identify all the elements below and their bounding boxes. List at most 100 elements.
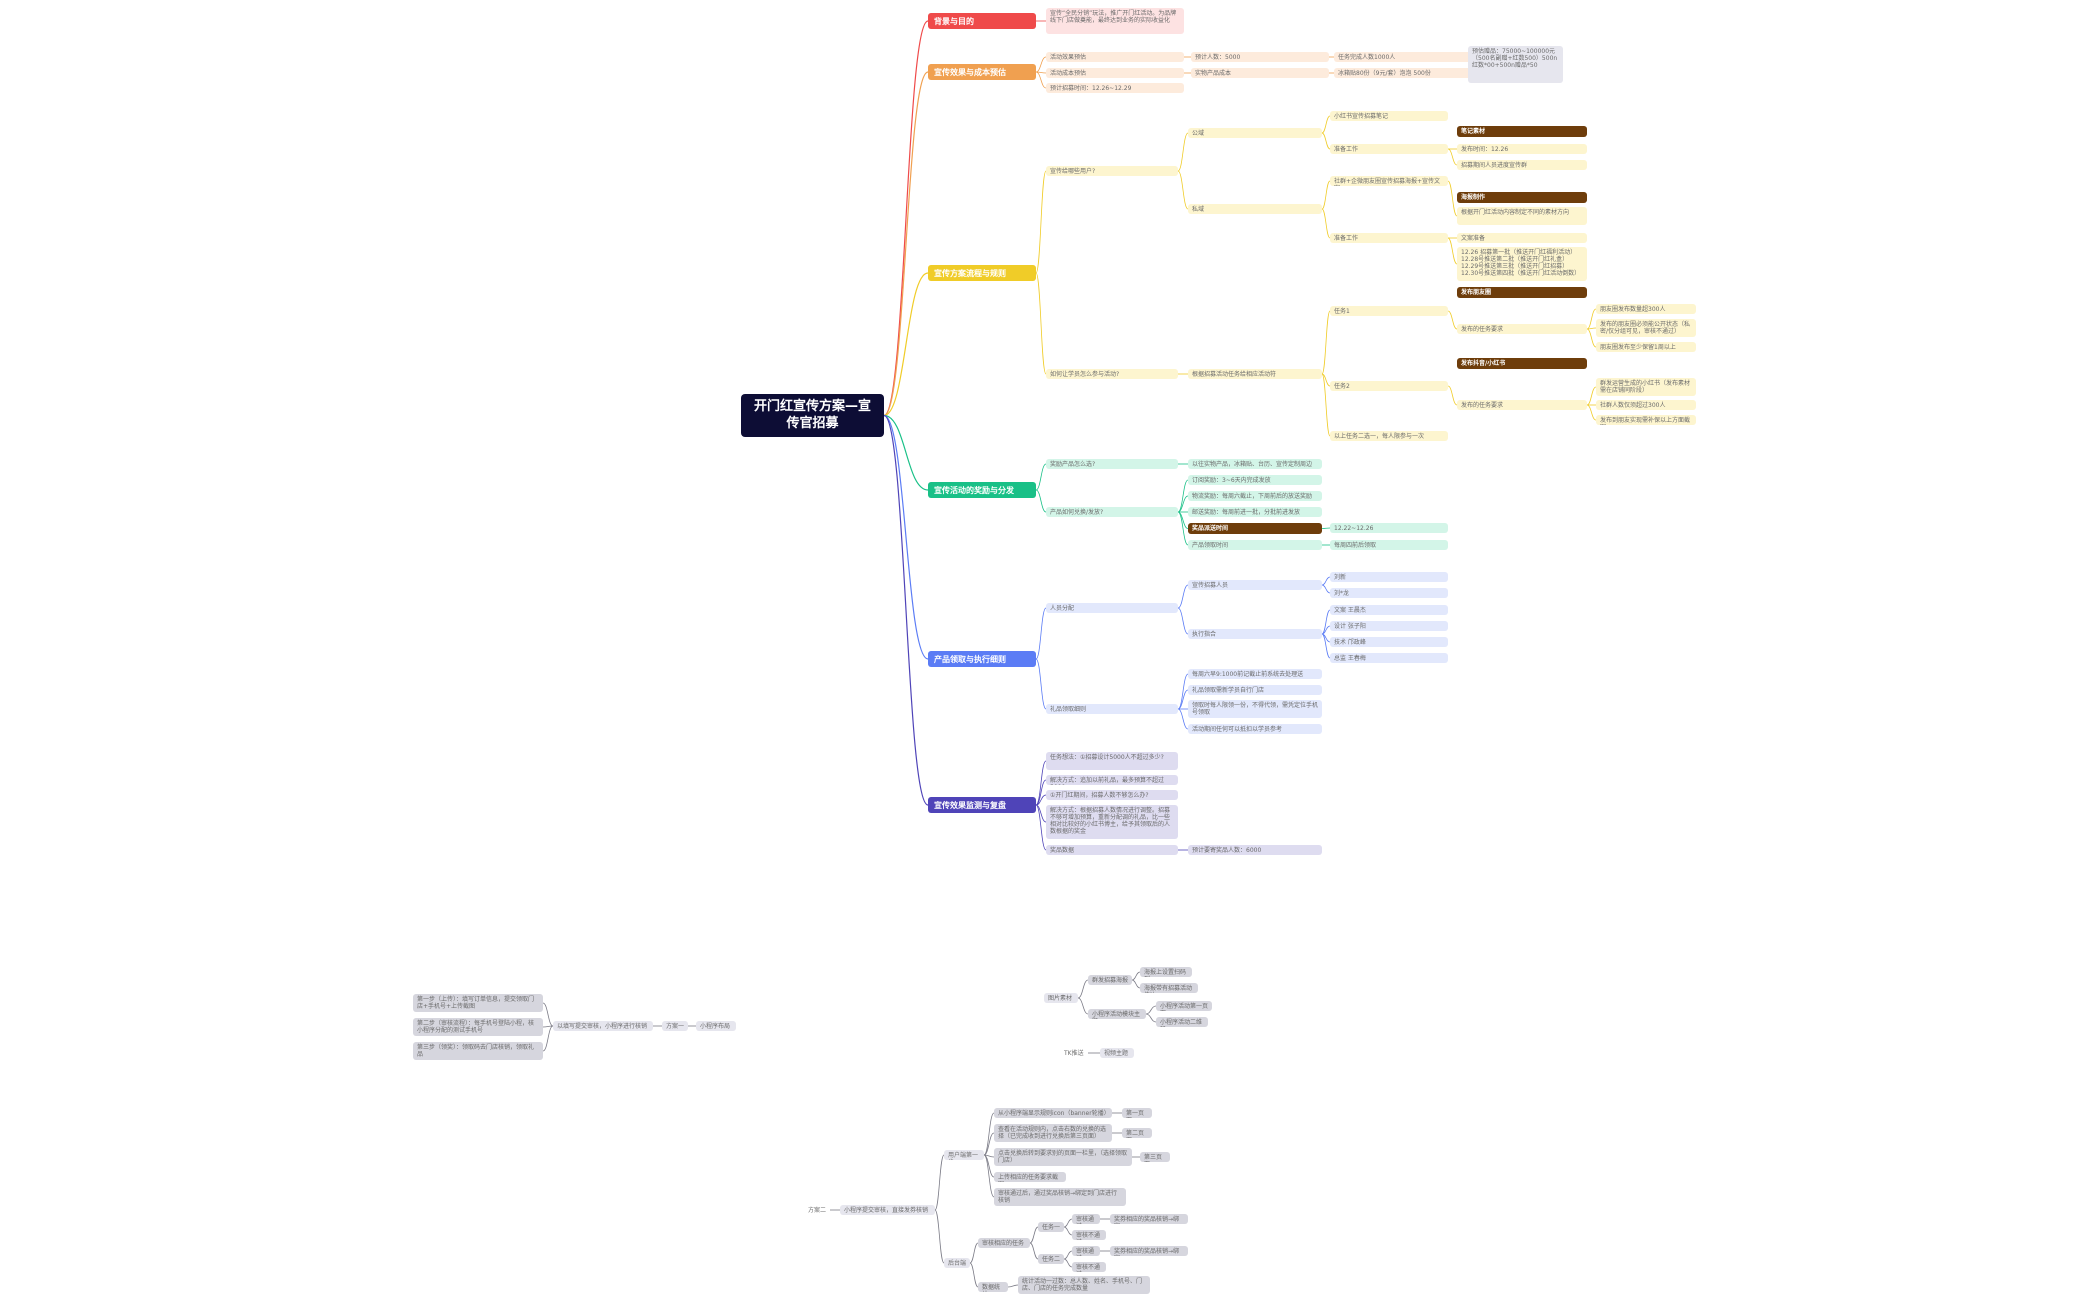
effect-estimate: 活动效果预估 (1046, 52, 1184, 62)
task-1-pass: 审核通过 (1072, 1214, 1100, 1224)
group-poster: 群发招募海报 (1088, 975, 1132, 985)
reward-data: 奖品数据 (1046, 845, 1178, 855)
video-theme: 视频主题 (1100, 1048, 1134, 1058)
branch-monitoring-review: 宣传效果监测与复盘 (928, 797, 1036, 813)
reward-data-count: 预计要寄奖品人数：6000 (1188, 845, 1322, 855)
physical-product-cost: 实物产品成本 (1191, 68, 1329, 78)
statistics-detail: 统计活动一过数：总人数、姓名、手机号、门店、门店的任务完成数量 (1018, 1276, 1150, 1294)
task-1-req-3: 朋友圈发布至少保留1周以上 (1596, 342, 1696, 352)
branch-connector (1035, 794, 1047, 806)
monitor-4: 解决方式：根据招募人数情况进行调整。招募不够可增加预算，重新分配调的礼品，比一些… (1046, 805, 1178, 839)
lower-connector (1145, 1013, 1157, 1023)
team-director: 总监 王春梅 (1330, 653, 1448, 663)
branch-connector (1586, 386, 1597, 406)
image-materials: 图片素材 (1044, 993, 1078, 1003)
lower-connector (542, 1002, 554, 1027)
data-statistics: 数据统计 (978, 1282, 1008, 1292)
task-1-fail: 审核不通过 (1072, 1230, 1106, 1240)
pickup-rules: 礼品领取细则 (1046, 704, 1178, 714)
page-one: 第一页面 (1122, 1108, 1152, 1118)
pickup-rule-3: 领取时每人限领一份，不得代领，需凭定位手机号领取 (1188, 700, 1322, 718)
batch-schedule: 12.26 招募第一批（推送开门红福利活动）12.28号推送第二批（推送开门红礼… (1457, 247, 1587, 281)
tag-douyin-xhs: 发布抖音/小红书 (1457, 358, 1587, 369)
branch-connector (1035, 463, 1047, 491)
lower-connector (969, 1242, 979, 1264)
branch-execution: 产品领取与执行细则 (928, 651, 1036, 667)
lower-connector (934, 1209, 945, 1264)
poster-qrcode: 海报上设置扫码到 (1140, 967, 1192, 977)
recruit-staff-1: 刘新 (1330, 572, 1448, 582)
task-2-pass: 审核通过 (1072, 1246, 1100, 1256)
branch-connector (1321, 373, 1331, 437)
pickup-rule-4: 活动期间任何可以抵扣以学员参考 (1188, 724, 1322, 734)
participation-question: 如何让学员怎么参与活动? (1046, 369, 1178, 379)
task-1-requirements: 发布的任务要求 (1457, 324, 1587, 334)
task-reward-rule: 根据招募活动任务给相应活动符 (1188, 369, 1322, 379)
branch-connector (1177, 607, 1189, 635)
branch-effect-cost: 宣传效果与成本预估 (928, 64, 1036, 80)
recruit-period: 预计招募时间：12.26~12.29 (1046, 83, 1184, 93)
root-connector (883, 414, 929, 660)
user-step-5: 审核通过后，通过奖品核销→绑定到门店进行核销 (994, 1188, 1126, 1206)
branch-connector (1177, 708, 1189, 730)
branch-connector (1321, 633, 1331, 659)
tag-delivery-time: 奖品派送时间 (1188, 523, 1322, 534)
page-two: 第二页面 (1122, 1128, 1152, 1138)
branch-connector (1035, 607, 1047, 660)
admin-task-1: 任务一 (1038, 1222, 1064, 1232)
tag-moments-post: 发布朋友圈 (1457, 287, 1587, 298)
task-2-fail: 审核不通过 (1072, 1262, 1106, 1272)
background-detail: 宣传“全民分销”玩法，推广开门红活动。为品牌线下门店做奠能，最终达到业务的实际收… (1046, 8, 1184, 34)
user-step-3: 点击兑换后转到要求别的页面一栏里，（选择领取门店） (994, 1148, 1132, 1166)
cost-estimate: 活动成本预估 (1046, 68, 1184, 78)
lower-connector (983, 1132, 995, 1156)
logistics-reward: 物流奖励：每周六截止，下周前后的放送奖励 (1188, 491, 1322, 501)
private-preparation: 准备工作 (1330, 233, 1448, 243)
branch-connector (1586, 328, 1597, 348)
task-2: 任务2 (1330, 381, 1448, 391)
user-side-step: 用户端第一步 (944, 1150, 984, 1160)
lower-connector (1029, 1226, 1039, 1244)
task-2-requirements: 发布的任务要求 (1457, 400, 1587, 410)
branch-connector (1447, 385, 1458, 406)
root-connector (883, 71, 929, 417)
branch-connector (1177, 689, 1189, 710)
branch-connector (1586, 308, 1597, 330)
team-designer: 设计 张子阳 (1330, 621, 1448, 631)
progress-group: 招募期间人员进度宣传群 (1457, 160, 1587, 170)
user-step-1: 从小程序端显示规则icon（banner轮播） (994, 1108, 1112, 1118)
estimated-people: 预计人数：5000 (1191, 52, 1329, 62)
lower-connector (1131, 979, 1141, 989)
tag-note-material: 笔记素材 (1457, 126, 1587, 137)
admin-review: 审核相应的任务 (978, 1238, 1030, 1248)
lower-connector (542, 1025, 554, 1028)
plan1-step-1: 第一步（上传）：填写订单信息，提交领取门店+手机号+上传截图 (413, 994, 543, 1012)
page-three: 第三页面 (1140, 1152, 1170, 1162)
user-step-2: 查看在活动规则内，点击右数的兑换的选择（已完成收到进行兑换后第三页面） (994, 1124, 1112, 1142)
branch-connector (1177, 584, 1189, 609)
lower-connector (969, 1262, 979, 1288)
task-2-req-2: 社群人数仅须超过300人 (1596, 400, 1696, 410)
branch-connector (1177, 673, 1189, 710)
target-users-question: 宣传给哪些用户? (1046, 166, 1178, 176)
plan1-label: 方案一 (662, 1021, 688, 1031)
branch-connector (1177, 170, 1189, 210)
delivery-time-value: 12.22~12.26 (1330, 523, 1448, 533)
plan2-flow: 小程序提交审核，直接发券核销 (840, 1205, 935, 1215)
branch-connector (1035, 170, 1047, 274)
branch-process-rules: 宣传方案流程与规则 (928, 265, 1036, 281)
branch-connector (1035, 272, 1047, 375)
task-2-req-3: 发布到朋友实现需补保以上方面截图 (1596, 415, 1696, 425)
lower-connector (1077, 979, 1089, 999)
public-domain: 公域 (1188, 128, 1322, 138)
reward-choice-question: 奖励产品怎么选? (1046, 459, 1178, 469)
copy-preparation: 文案准备 (1457, 233, 1587, 243)
staff-assignment: 人员分配 (1046, 603, 1178, 613)
task-1-pass-result: 奖券相应的奖品核销→绑定 (1110, 1214, 1188, 1224)
private-domain: 私域 (1188, 204, 1322, 214)
branch-connector (1321, 609, 1331, 635)
lower-connector (1063, 1218, 1073, 1228)
team-copywriter: 文案 王晨杰 (1330, 605, 1448, 615)
branch-connector (1447, 237, 1458, 265)
branch-background-purpose: 背景与目的 (928, 13, 1036, 29)
